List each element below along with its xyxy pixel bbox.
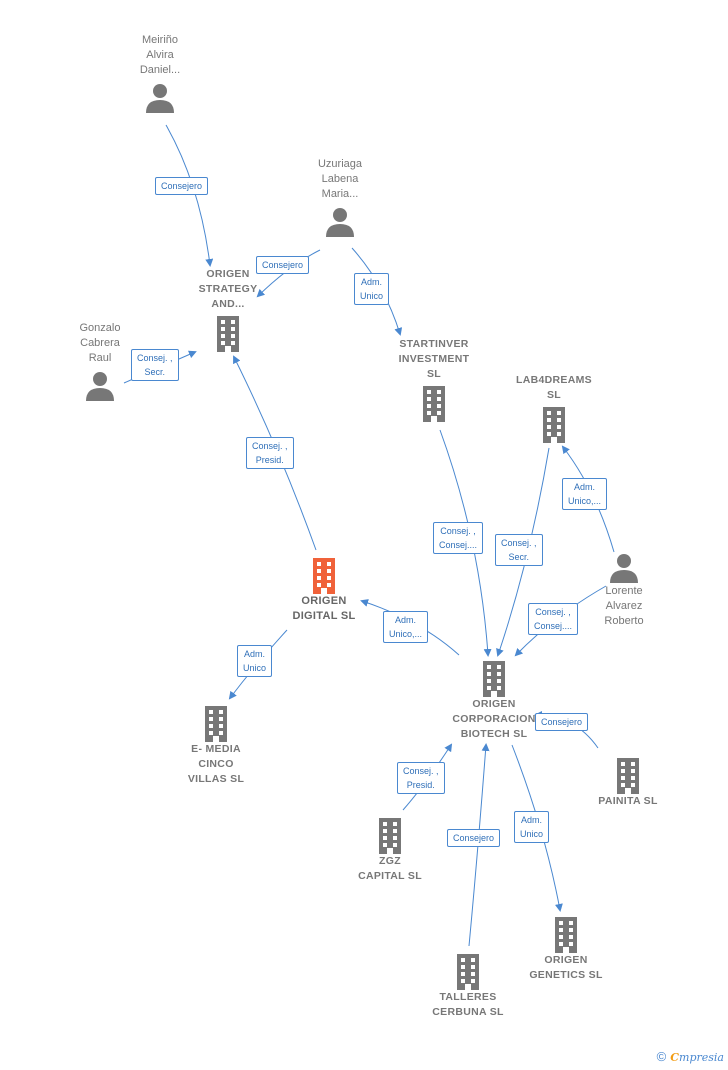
- company-node-painita[interactable]: PAINITA SL: [580, 758, 676, 809]
- person-node-gonzalo[interactable]: Gonzalo Cabrera Raul: [62, 321, 138, 402]
- building-icon: [423, 386, 445, 422]
- company-node-startinver[interactable]: STARTINVER INVESTMENT SL: [386, 337, 482, 422]
- building-icon: [217, 316, 239, 352]
- edge-label-consej-secr[interactable]: Consej. , Secr.: [495, 534, 543, 566]
- edge-label-consej-consej[interactable]: Consej. , Consej....: [528, 603, 579, 635]
- brand-initial: C: [670, 1051, 680, 1064]
- node-label: ORIGEN GENETICS SL: [529, 954, 603, 981]
- building-icon: [555, 917, 577, 953]
- person-icon: [146, 84, 174, 113]
- edge-label-consejero[interactable]: Consejero: [155, 177, 209, 195]
- edge-label-adm-unico[interactable]: Adm. Unico,...: [562, 478, 608, 510]
- company-node-origen-genetics[interactable]: ORIGEN GENETICS SL: [518, 917, 614, 983]
- company-node-emedia[interactable]: E- MEDIA CINCO VILLAS SL: [168, 706, 264, 787]
- building-icon: [483, 661, 505, 697]
- node-label: TALLERES CERBUNA SL: [432, 991, 504, 1018]
- edge-label-adm-unico[interactable]: Adm. Unico: [354, 273, 390, 305]
- edge-talleres-corp: [468, 743, 490, 947]
- person-node-meirino[interactable]: Meiriño Alvira Daniel...: [120, 33, 200, 114]
- edge-label-consej-presid[interactable]: Consej. , Presid.: [246, 437, 294, 469]
- building-icon: [543, 407, 565, 443]
- person-icon: [86, 372, 114, 401]
- brand-name: mpresia: [679, 1051, 724, 1064]
- person-icon: [610, 554, 638, 583]
- edge-label-consej-consej[interactable]: Consej. , Consej....: [433, 522, 484, 554]
- node-label: E- MEDIA CINCO VILLAS SL: [187, 743, 245, 785]
- person-node-lorente[interactable]: Lorente Alvarez Roberto: [586, 552, 662, 629]
- node-label: ORIGEN STRATEGY AND...: [198, 268, 258, 310]
- node-label: STARTINVER INVESTMENT SL: [398, 338, 470, 380]
- edge-label-adm-unico[interactable]: Adm. Unico: [514, 811, 550, 843]
- company-node-lab4dreams[interactable]: LAB4DREAMS SL: [506, 373, 602, 443]
- building-icon: [313, 558, 335, 594]
- building-icon: [457, 954, 479, 990]
- edge-label-adm-unico[interactable]: Adm. Unico,...: [383, 611, 429, 643]
- person-icon: [326, 208, 354, 237]
- node-label: ORIGEN DIGITAL SL: [292, 595, 356, 622]
- company-node-zgz[interactable]: ZGZ CAPITAL SL: [342, 818, 438, 884]
- node-label: LAB4DREAMS SL: [516, 374, 592, 401]
- edge-meirino-strategy: [165, 124, 214, 267]
- node-label: Lorente Alvarez Roberto: [604, 585, 644, 627]
- building-icon: [379, 818, 401, 854]
- person-node-uzuriaga[interactable]: Uzuriaga Labena Maria...: [300, 157, 380, 238]
- edge-label-consejero[interactable]: Consejero: [535, 713, 589, 731]
- node-label: PAINITA SL: [598, 795, 658, 807]
- node-label: Uzuriaga Labena Maria...: [317, 158, 363, 200]
- company-node-talleres[interactable]: TALLERES CERBUNA SL: [420, 954, 516, 1020]
- company-node-origen-digital[interactable]: ORIGEN DIGITAL SL: [276, 558, 372, 624]
- company-node-origen-strategy[interactable]: ORIGEN STRATEGY AND...: [180, 267, 276, 352]
- node-label: Meiriño Alvira Daniel...: [139, 34, 181, 76]
- edge-label-consejero[interactable]: Consejero: [256, 256, 310, 274]
- edge-label-consejero[interactable]: Consejero: [447, 829, 501, 847]
- building-icon: [205, 706, 227, 742]
- company-node-origen-corporacion[interactable]: ORIGEN CORPORACION BIOTECH SL: [440, 661, 548, 742]
- brand-watermark: ©Cmpresia: [657, 1049, 724, 1064]
- node-label: Gonzalo Cabrera Raul: [79, 322, 121, 364]
- edge-label-consej-secr[interactable]: Consej. , Secr.: [131, 349, 179, 381]
- edge-label-consej-presid[interactable]: Consej. , Presid.: [397, 762, 445, 794]
- edge-label-adm-unico[interactable]: Adm. Unico: [237, 645, 273, 677]
- node-label: ZGZ CAPITAL SL: [358, 855, 422, 882]
- copyright-symbol: ©: [656, 1049, 667, 1064]
- building-icon: [617, 758, 639, 794]
- node-label: ORIGEN CORPORACION BIOTECH SL: [452, 698, 536, 740]
